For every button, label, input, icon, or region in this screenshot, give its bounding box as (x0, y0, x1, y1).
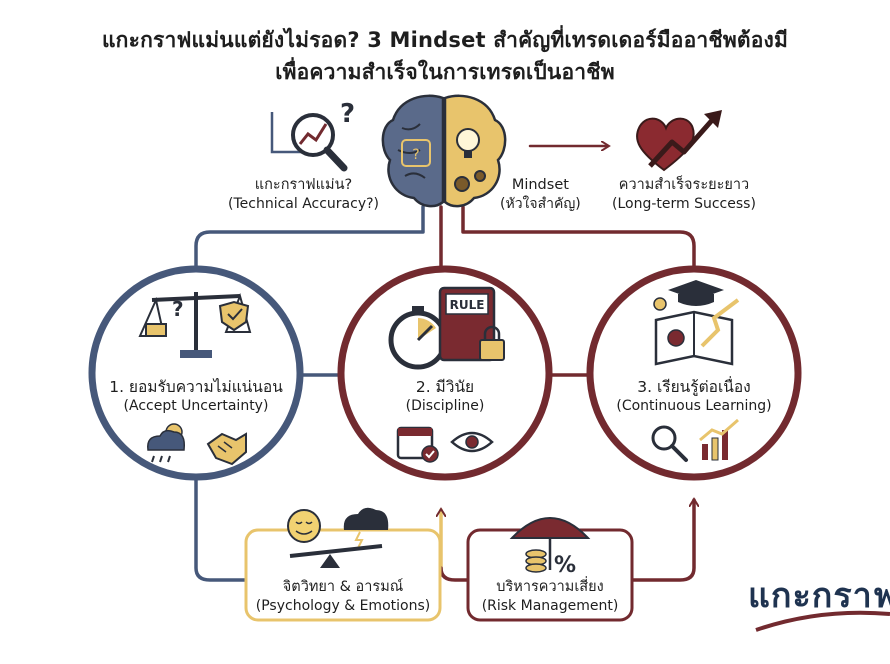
label-technical-accuracy: แกะกราฟแม่น? (Technical Accuracy?) (228, 177, 380, 212)
svg-text:?: ? (412, 147, 419, 163)
brand-logo-text: แกะกราฟ (748, 576, 890, 616)
box-psychology (244, 528, 442, 622)
calm-face-icon (287, 509, 321, 543)
umbrella-coins-icon: % (509, 517, 591, 578)
search-icon (651, 425, 688, 462)
label-long-term-success: ความสำเร็จระยะยาว (Long-term Success) (612, 177, 756, 212)
heart-growth-icon (636, 110, 722, 172)
svg-text:?: ? (340, 99, 355, 129)
handshake-icon (206, 432, 247, 466)
balance-beam-icon (289, 544, 383, 568)
magnifier-chart-icon: ? (270, 99, 355, 172)
label-risk-management: บริหารความเสี่ยง (Risk Management) (481, 579, 619, 614)
circle-accept-uncertainty (88, 265, 304, 481)
svg-text:%: % (554, 553, 576, 578)
rule-book-icon: RULE (438, 286, 505, 362)
label-accept-uncertainty: 1. ยอมรับความไม่แน่นอน (Accept Uncertain… (109, 378, 283, 414)
rule-label: RULE (450, 298, 485, 312)
eye-icon (450, 431, 494, 453)
svg-text:?: ? (172, 297, 184, 321)
scale-icon: ? (138, 292, 252, 358)
label-psychology-emotions: จิตวิทยา & อารมณ์ (Psychology & Emotions… (255, 579, 431, 614)
calendar-icon (396, 426, 439, 463)
growth-chart-icon (699, 418, 739, 461)
circle-discipline (337, 265, 553, 481)
label-discipline: 2. มีวินัย (Discipline) (405, 378, 485, 414)
page-title-line2: เพื่อความสำเร็จในการเทรดเป็นอาชีพ (275, 60, 615, 84)
brain-icon: ? (381, 94, 507, 208)
page-title-line1: แกะกราฟแม่นแต่ยังไม่รอด? 3 Mindset สำคัญ… (101, 28, 789, 52)
label-continuous-learning: 3. เรียนรู้ต่อเนื่อง (Continuous Learnin… (616, 378, 772, 414)
weather-icon (147, 423, 186, 463)
storm-cloud-icon (343, 507, 389, 549)
circle-continuous-learning (586, 265, 802, 481)
book-graduation-icon (653, 280, 740, 366)
label-mindset: Mindset (หัวใจสำคัญ) (500, 177, 581, 212)
brand-swoosh (755, 610, 890, 632)
